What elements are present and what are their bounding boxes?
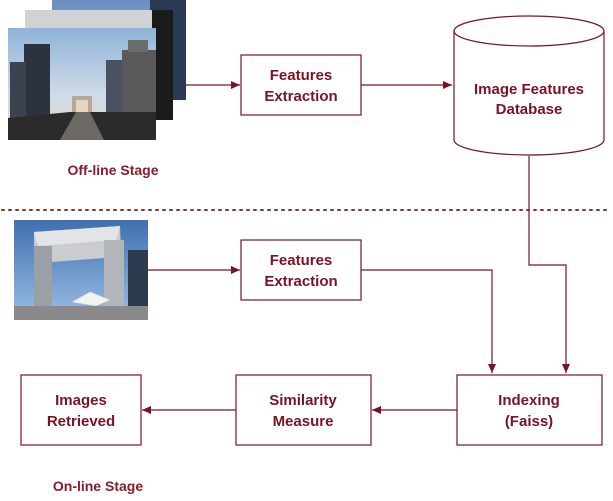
database-label-line1: Image Features [474,81,584,98]
arrow-database-to-indexing [528,156,570,373]
retrieved-label-line2: Retrieved [47,413,115,430]
features-extraction-online-box: Features Extraction [240,239,362,301]
offline-photo-stack [8,0,186,140]
images-retrieved-box: Images Retrieved [20,374,142,446]
online-stage-label: On-line Stage [53,478,143,494]
features-extraction-offline-line2: Extraction [264,88,337,105]
indexing-label-line2: (Faiss) [505,413,553,430]
retrieved-label-line1: Images [55,392,107,409]
image-features-database-cylinder: Image Features Database [453,15,605,156]
arrow-extraction-to-indexing [361,269,496,373]
indexing-box: Indexing (Faiss) [456,374,603,446]
database-label-line2: Database [496,101,563,118]
photo-card-front [8,28,156,140]
indexing-label-line1: Indexing [498,392,560,409]
similarity-label-line2: Measure [273,413,334,430]
offline-stage-label: Off-line Stage [67,162,158,178]
similarity-measure-box: Similarity Measure [235,374,372,446]
features-extraction-offline-line1: Features [270,67,333,84]
features-extraction-online-line2: Extraction [264,273,337,290]
features-extraction-offline-box: Features Extraction [240,54,362,116]
features-extraction-online-line1: Features [270,252,333,269]
online-query-photo [14,220,148,320]
similarity-label-line1: Similarity [269,392,337,409]
